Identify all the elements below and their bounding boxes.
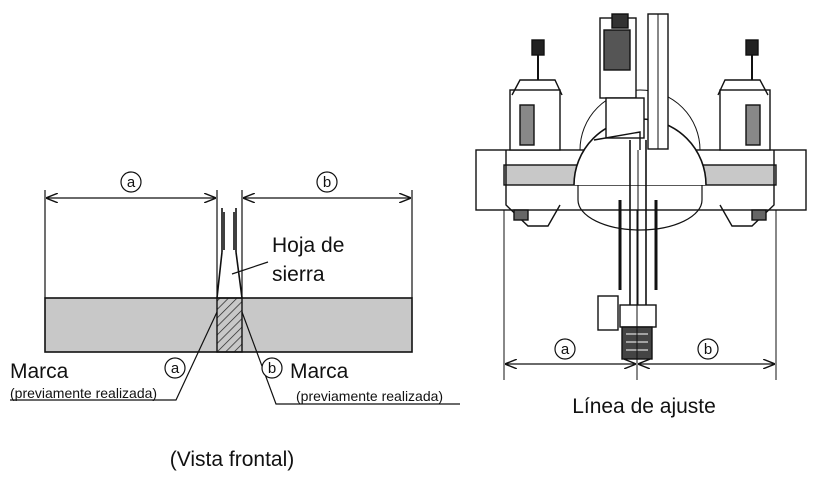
- mark-right-note: (previamente realizada): [296, 388, 443, 404]
- left-vise: [505, 39, 563, 227]
- saw-blade: [216, 208, 243, 299]
- mark-left-note: (previamente realizada): [10, 385, 157, 401]
- kerf-hatch: [216, 297, 243, 353]
- mark-right-circle: [261, 357, 283, 379]
- motor-column: [593, 13, 669, 150]
- machine-view: [475, 13, 807, 380]
- machine-dimension-b-circle: [697, 338, 719, 360]
- mark-right-label: Marca: [290, 360, 349, 383]
- mark-left-circle: [164, 357, 186, 379]
- blade-leader: [231, 261, 269, 275]
- machine-view-caption: Línea de ajuste: [572, 395, 716, 418]
- machine-dimension-a-label: a: [561, 341, 570, 358]
- blade-label-line2: sierra: [272, 263, 325, 286]
- dimension-b-label: b: [323, 174, 331, 191]
- front-view: a b Hoja de sierra Marca a (previamente …: [10, 171, 460, 471]
- mark-left-circle-label: a: [171, 360, 180, 377]
- dimension-a-circle: [120, 171, 142, 193]
- right-vise: [717, 39, 775, 227]
- dimension-b-circle: [316, 171, 338, 193]
- mark-right-leader: [241, 311, 460, 405]
- blade-label-line1: Hoja de: [272, 234, 344, 257]
- machine-dimensions: a b Línea de ajuste: [506, 338, 774, 418]
- mark-left-leader: [10, 311, 218, 401]
- dimension-a-label: a: [127, 174, 136, 191]
- mark-right-circle-label: b: [268, 360, 276, 377]
- machine-dimension-b-label: b: [704, 341, 712, 358]
- machine-dimension-a-circle: [554, 338, 576, 360]
- front-view-caption: (Vista frontal): [170, 448, 295, 471]
- mark-left-label: Marca: [10, 360, 69, 383]
